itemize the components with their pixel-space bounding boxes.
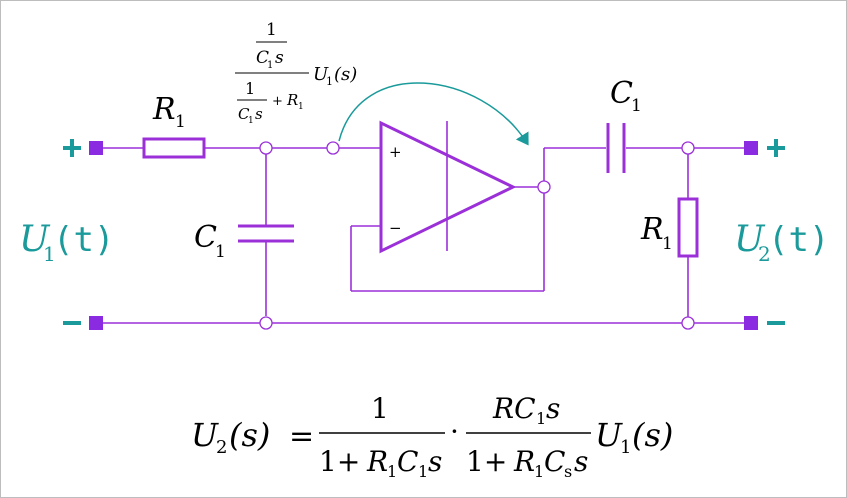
eq-dot: · xyxy=(450,415,459,448)
label-c1-shunt-sub: 1 xyxy=(215,242,226,262)
capacitor-c1-series xyxy=(606,123,626,173)
op-amp: + − xyxy=(379,120,538,254)
annot-den-plus: + xyxy=(272,94,283,109)
eq-rhs-arg: (s) xyxy=(632,416,673,454)
node-output-junction xyxy=(681,141,695,155)
eq-f2-den-pre: 1+ xyxy=(466,445,507,478)
capacitor-c1-shunt xyxy=(238,224,294,243)
eq-rhs-sub: 1 xyxy=(620,437,631,458)
signal-arrow xyxy=(338,82,529,146)
annot-den-one: 1 xyxy=(245,79,255,98)
output-plus-sign xyxy=(767,139,785,157)
label-u2-arg: (t) xyxy=(768,220,829,260)
eq-f1-num: 1 xyxy=(371,392,389,425)
eq-f2-num: RC xyxy=(492,392,536,425)
annot-u-sub: 1 xyxy=(326,75,333,88)
eq-f2-den-s: s xyxy=(574,445,588,478)
eq-lhs-sub: 2 xyxy=(216,437,227,458)
eq-f2-den-c-sub: s xyxy=(564,462,572,481)
op-amp-plus-sign: + xyxy=(389,143,402,161)
terminal-output-top xyxy=(744,141,758,155)
eq-f1-den-r-sub: 1 xyxy=(387,462,397,481)
label-c1-series: C xyxy=(610,76,633,111)
label-r1-shunt-sub: 1 xyxy=(662,234,673,254)
node-ground-right xyxy=(681,316,695,330)
label-u2-sub: 2 xyxy=(758,242,771,266)
label-r1-series: R xyxy=(152,92,176,127)
label-u1-sub: 1 xyxy=(43,242,56,266)
terminal-input-top xyxy=(89,141,103,155)
node-annotation-point xyxy=(326,141,340,155)
input-minus-sign xyxy=(63,321,81,325)
annot-num-s: s xyxy=(275,48,284,68)
label-r1-series-sub: 1 xyxy=(175,112,186,132)
annot-num-c: C xyxy=(256,48,269,68)
eq-f1-den-r: R xyxy=(366,445,388,478)
label-c1-series-sub: 1 xyxy=(631,96,642,116)
resistor-r1-shunt xyxy=(677,197,699,258)
label-u1-arg: (t) xyxy=(53,220,114,260)
label-c1-shunt: C xyxy=(194,220,217,255)
node-input-junction xyxy=(259,141,273,155)
eq-lhs-u: U xyxy=(191,416,219,454)
annot-num-one: 1 xyxy=(266,20,277,40)
eq-f2-num-s: s xyxy=(546,392,560,425)
eq-equals: = xyxy=(289,419,314,454)
terminal-output-bottom xyxy=(744,316,758,330)
eq-f1-den-c: C xyxy=(397,445,418,478)
eq-rhs-u: U xyxy=(595,416,623,454)
annot-u: U xyxy=(313,64,329,85)
eq-f2-num-sub: 1 xyxy=(536,409,546,428)
output-minus-sign xyxy=(767,321,785,325)
annot-num-c-sub: 1 xyxy=(267,60,273,71)
annot-u-arg: (s) xyxy=(334,64,357,85)
wires xyxy=(96,147,747,324)
terminal-input-bottom xyxy=(89,316,103,330)
label-u2: U xyxy=(734,219,766,260)
resistor-r1-series xyxy=(142,137,206,159)
eq-f1-den-pre: 1+ xyxy=(319,445,360,478)
node-ground-left xyxy=(259,316,273,330)
eq-f1-den-s: s xyxy=(428,445,442,478)
node-opamp-output xyxy=(537,180,551,194)
annot-den-r-sub: 1 xyxy=(298,102,304,112)
input-plus-sign xyxy=(63,139,81,157)
op-amp-minus-sign: − xyxy=(389,219,402,237)
annot-den-s: s xyxy=(255,105,263,123)
label-r1-shunt: R xyxy=(640,212,664,247)
eq-f2-den-c: C xyxy=(544,445,565,478)
label-u1: U xyxy=(19,219,51,260)
annot-den-c: C xyxy=(238,105,250,123)
annot-den-c-sub: 1 xyxy=(248,116,254,126)
annot-den-r: R xyxy=(286,91,298,109)
eq-lhs-arg: (s) xyxy=(229,416,270,454)
annotation-formula: 1 C 1 s 1 C 1 s + R 1 U 1 (s) xyxy=(235,20,357,126)
eq-f2-den-r: R xyxy=(513,445,535,478)
eq-f2-den-r-sub: 1 xyxy=(534,462,544,481)
transfer-equation: U 2 (s) = 1 1+ R 1 C 1 s · RC 1 s 1+ R 1… xyxy=(191,392,673,481)
eq-f1-den-c-sub: 1 xyxy=(418,462,428,481)
